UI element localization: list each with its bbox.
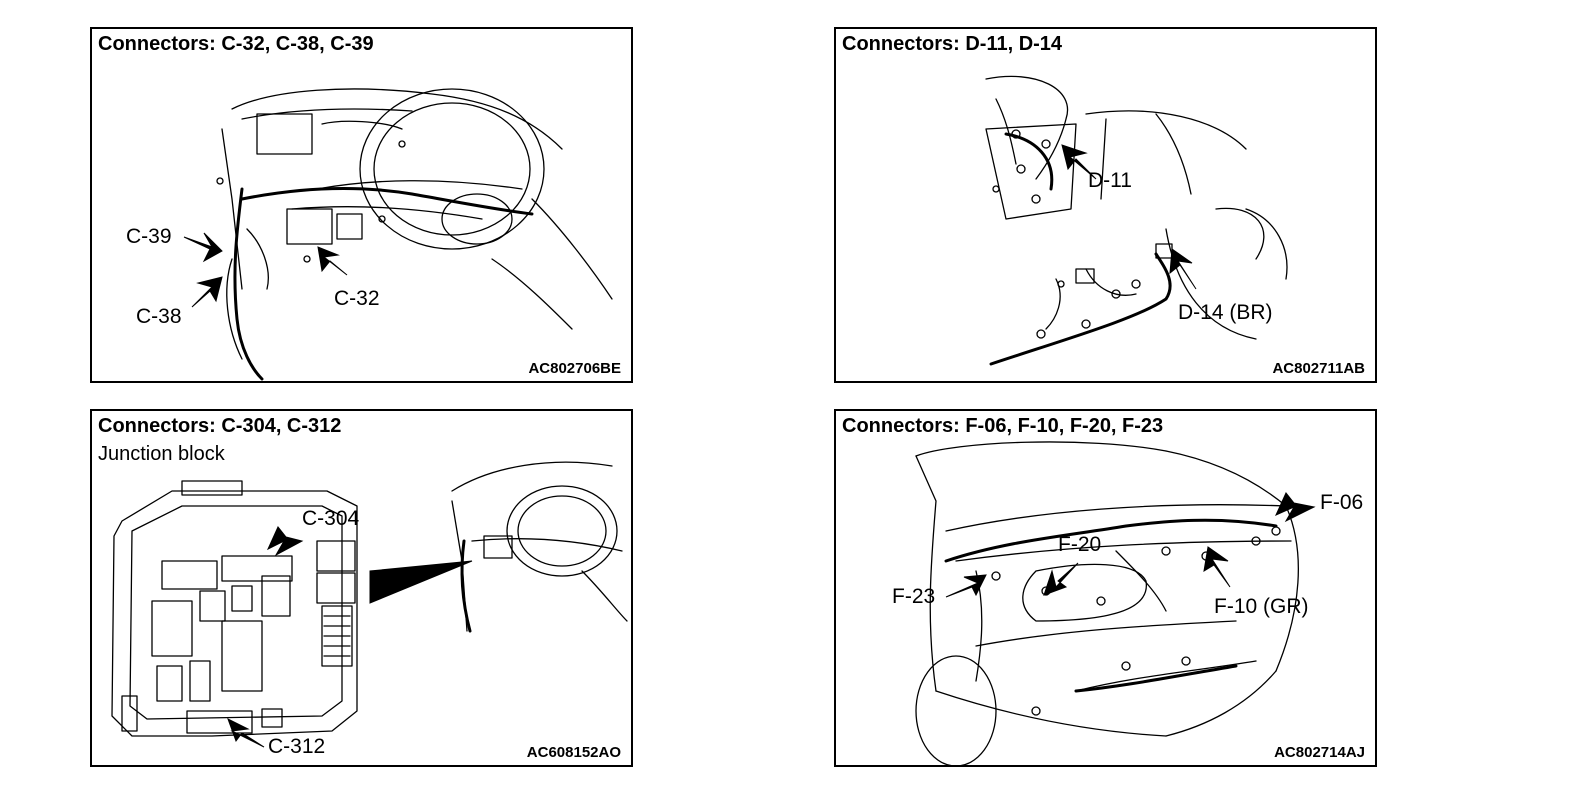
door-harness-illustration <box>985 75 1288 366</box>
connector-label-f06: F-06 <box>1320 491 1364 514</box>
connector-label-c38: C-38 <box>136 305 182 328</box>
figure-code: AC802714AJ <box>1274 744 1365 761</box>
figure-code: AC802711AB <box>1272 360 1365 377</box>
connector-label-d11: D-11 <box>1088 169 1132 192</box>
connector-label-f23: F-23 <box>892 585 936 608</box>
connector-label-c39: C-39 <box>126 225 172 248</box>
panel-title: Connectors: C-304, C-312 <box>98 415 342 437</box>
connector-label-c32: C-32 <box>334 287 380 310</box>
panel-subtitle: Junction block <box>98 443 225 465</box>
connector-label-f10: F-10 (GR) <box>1214 595 1309 618</box>
panel-title: Connectors: D-11, D-14 <box>842 33 1063 55</box>
dashboard-harness-illustration <box>183 88 613 381</box>
connector-label-f20: F-20 <box>1058 533 1102 556</box>
figure-code: AC608152AO <box>526 744 621 761</box>
figure-code: AC802706BE <box>528 360 621 377</box>
panel-title: Connectors: F-06, F-10, F-20, F-23 <box>842 415 1164 437</box>
trunk-harness-illustration <box>915 441 1316 765</box>
panel-d11-d14: Connectors: D-11, D-14 D-11 D-14 (BR) AC… <box>834 27 1377 383</box>
connector-label-c304: C-304 <box>302 507 360 530</box>
junction-block-illustration <box>111 461 628 748</box>
panel-c32-c38-c39: Connectors: C-32, C-38, C-39 C-39 C-38 C… <box>90 27 633 383</box>
connector-label-c312: C-312 <box>268 735 326 758</box>
panel-f06-f10-f20-f23: Connectors: F-06, F-10, F-20, F-23 F-06 … <box>834 409 1377 767</box>
panel-title: Connectors: C-32, C-38, C-39 <box>98 33 374 55</box>
connector-label-d14: D-14 (BR) <box>1178 301 1273 324</box>
panel-c304-c312: Connectors: C-304, C-312 Junction block … <box>90 409 633 767</box>
